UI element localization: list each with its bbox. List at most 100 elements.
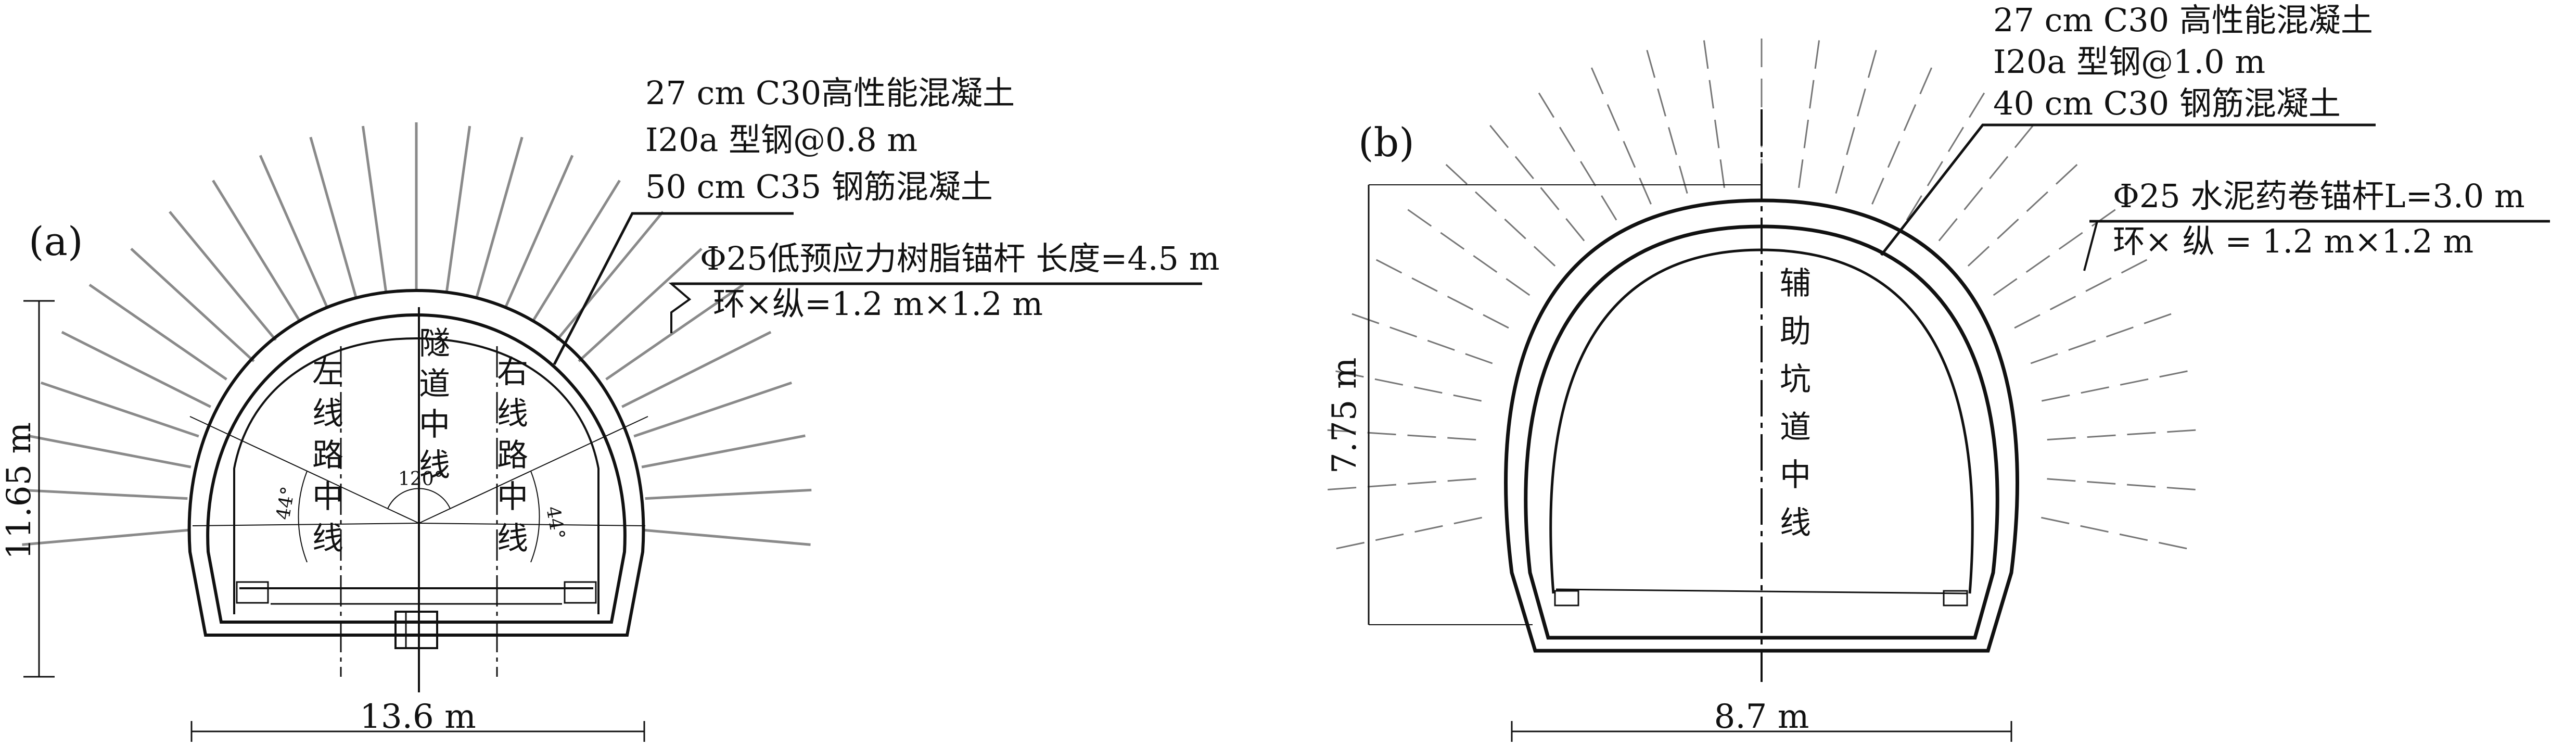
anchor-bolts-b [1320,31,2203,551]
lining-spec-line-2-a: I20a 型钢@0.8 m [645,121,917,159]
side-ditch-right-a [564,581,597,604]
centerline-b-char: 助 [1780,313,1811,350]
angle-ray-right-a [418,416,648,524]
anchor-bolt [556,211,664,341]
anchor-bolt [1702,33,1725,188]
central-drain-a [394,611,438,649]
lining-spec-line-1-b: 27 cm C30 高性能混凝土 [1993,1,2373,39]
anchor-bolt [644,528,811,546]
anchor-bolt [475,136,524,298]
anchor-bolt [645,488,812,500]
anchor-bolt [1993,205,2122,296]
side-ditch-right-b [1943,590,1968,606]
anchor-bolt [1835,43,1879,194]
panel-b-label: (b) [1358,119,1414,166]
anchor-bolt [1345,311,1493,364]
angle-arc-left-a [298,471,308,563]
anchor-bolt [27,434,192,469]
anchor-bolt [633,381,792,438]
anchor-bolt [641,434,806,469]
anchor-bolt [22,528,188,546]
side-ditch-left-a [236,581,269,604]
centerline-right-char: 线 [497,396,528,432]
centerline-b-char: 道 [1780,409,1811,446]
angle-left-label: 44° [272,485,299,522]
bolt-spec-line-1-b: Φ25 水泥药卷锚杆L=3.0 m [2113,177,2525,215]
tunnel-a-outer-lining [187,288,645,637]
centerline-tunnel-char: 道 [419,366,450,402]
centerline-left-char: 线 [312,521,343,557]
centerline-right-char: 路 [497,437,528,474]
centerline-right-char: 中 [497,479,528,515]
angle-ray-left-a [189,416,419,524]
centerline-b-char: 坑 [1780,361,1811,398]
height-dim-label-b: 7.75 m [1325,357,1364,474]
centerline-right-char: 线 [497,521,528,557]
anchor-bolt [259,155,329,309]
anchor-bolt [2047,478,2203,491]
anchor-bolt [1871,60,1935,205]
anchor-bolt [621,331,772,408]
centerline-b-char: 中 [1780,457,1811,494]
bolt-leader-bracket-b [2083,220,2099,271]
anchor-bolt [309,136,358,298]
anchor-bolt [1938,119,2038,242]
anchor-bolt [1329,516,1482,551]
anchor-bolt [88,283,227,381]
bolt-leader-bracket-a [668,283,692,333]
bolt-spec-line-1-a: Φ25低预应力树脂锚杆 长度=4.5 m [700,239,1219,277]
centerline-right-char: 右 [497,354,528,390]
anchor-bolt [61,331,211,408]
bolt-spec-line-2-a: 环×纵=1.2 m×1.2 m [713,285,1043,323]
anchor-bolt [1440,159,1556,267]
anchor-bolt [1328,369,1482,402]
panel-a-label: (a) [29,218,83,264]
width-dim-label-b: 8.7 m [1714,698,1809,736]
anchor-bolt [605,283,744,381]
anchor-bolt [531,180,621,323]
anchor-bolt [1967,159,2083,267]
angle-arc-center-a [387,488,451,509]
anchor-bolt [1588,60,1652,205]
lining-spec-line-3-b: 40 cm C30 钢筋混凝土 [1993,84,2341,122]
lining-leader-a [553,212,794,365]
anchor-bolt [130,247,255,362]
anchor-bolt [1401,205,1531,296]
anchor-bolt [41,381,199,438]
centerline-tunnel-char: 中 [419,407,450,443]
angle-right-label: 44° [542,504,568,541]
anchor-bolt [21,488,188,500]
side-ditch-left-b [1554,590,1579,606]
centerline-left-char: 线 [312,396,343,432]
centerline-left-char: 中 [312,479,343,515]
anchor-bolt [169,211,277,341]
anchor-bolt [212,180,302,323]
anchor-bolt [1798,33,1821,188]
tunnel-a-clearance [233,337,600,614]
centerline-left-char: 左 [312,354,343,390]
road-surface-b [1555,588,1968,595]
anchor-bolt [1320,428,1476,441]
anchor-bolts-a [21,122,812,546]
anchor-bolt [578,247,703,362]
lining-spec-line-1-a: 27 cm C30高性能混凝土 [645,74,1015,112]
centerline-b-char: 辅 [1780,265,1811,302]
anchor-bolt [504,155,574,309]
centerline-tunnel-char: 线 [419,447,450,484]
anchor-bolt [1369,256,1509,329]
width-dim-label-a: 13.6 m [360,698,476,736]
lining-spec-line-3-a: 50 cm C35 钢筋混凝土 [645,168,993,206]
anchor-bolt [2014,256,2154,329]
height-dim-label-a: 11.65 m [0,422,39,560]
anchor-bolt [2041,369,2195,402]
anchor-bolt [1906,86,1989,221]
angle-ray-left-low-a [192,523,419,526]
